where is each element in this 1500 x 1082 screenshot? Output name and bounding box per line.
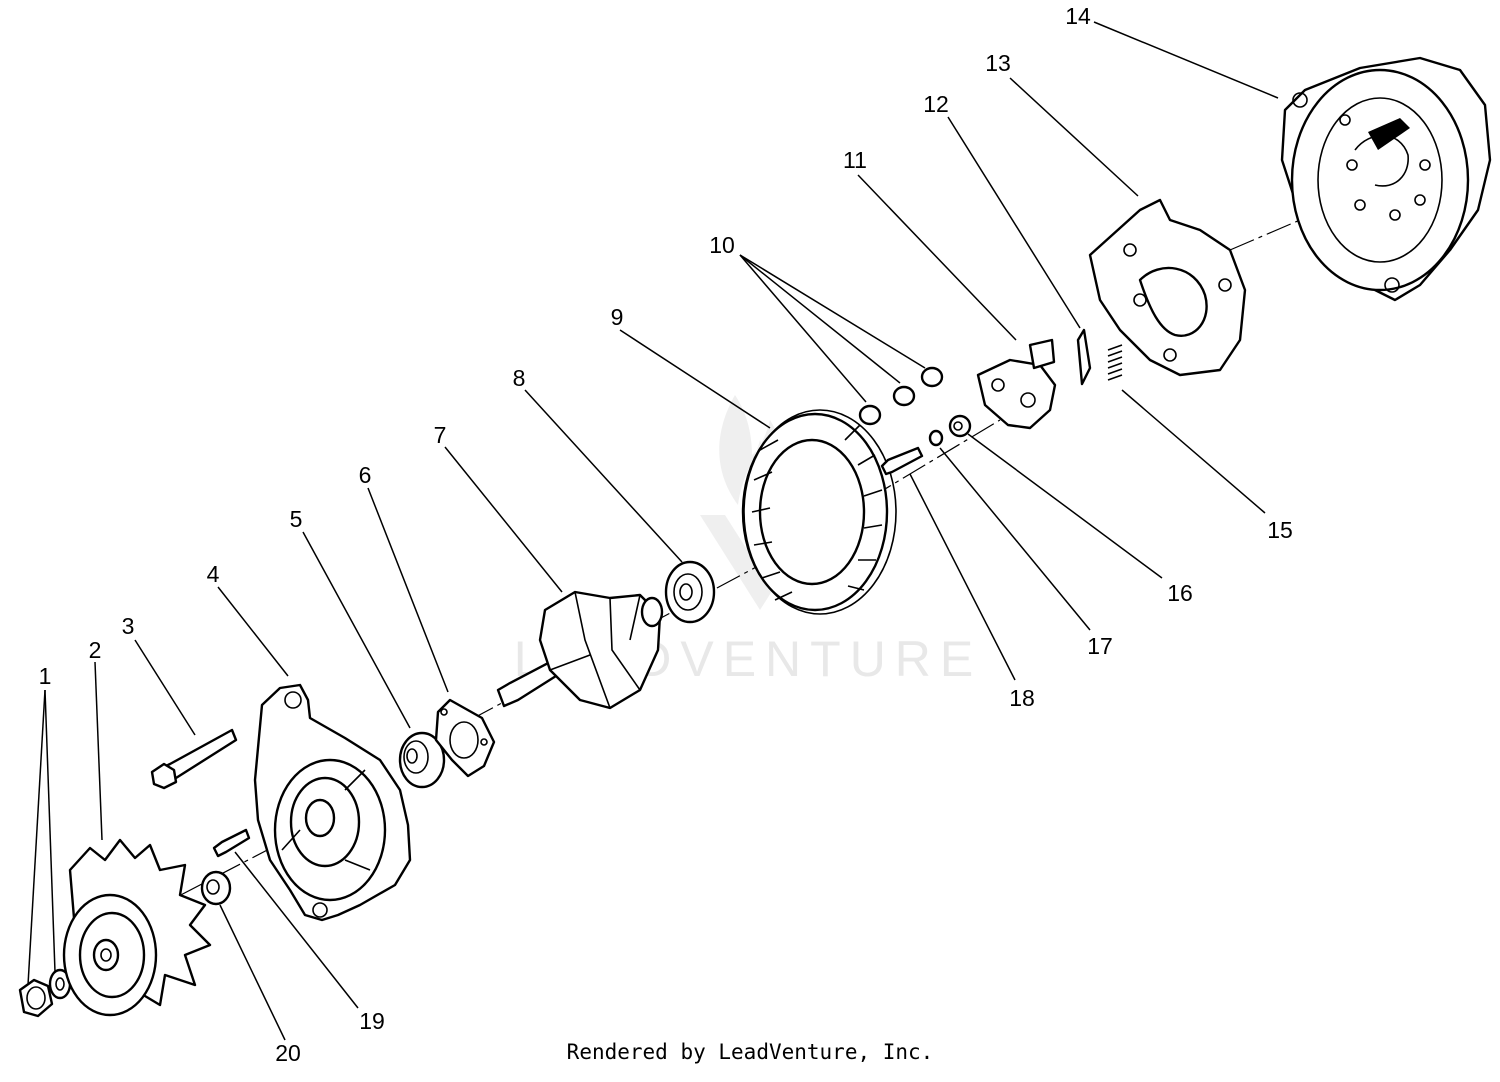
callout-8: 8 [513,365,526,391]
callout-2: 2 [89,637,102,663]
part-8-rear-bearing [664,560,716,624]
part-5-front-bearing [398,731,446,789]
footer-credit: Rendered by LeadVenture, Inc. [566,1040,934,1064]
callout-18: 18 [1009,685,1035,711]
part-15-spring [1107,344,1123,381]
leader-lines [27,21,1279,1041]
callout-16: 16 [1167,580,1193,606]
part-7-rotor [496,590,664,710]
callout-numbers: 1 2 3 4 5 6 7 8 9 10 11 12 13 14 15 16 1… [39,3,1293,1066]
callout-1: 1 [39,663,52,689]
callout-3: 3 [122,613,135,639]
callout-20: 20 [275,1040,301,1066]
part-14-end-frame [1280,56,1492,302]
part-20-spacer [200,870,232,906]
callout-11: 11 [843,147,867,173]
callout-13: 13 [985,50,1011,76]
part-9-stator [741,409,897,615]
part-6-bearing-retainer [434,698,496,778]
part-19-screw [212,828,251,858]
part-11-brush-holder [976,338,1057,430]
callout-5: 5 [290,506,303,532]
callout-17: 17 [1087,633,1113,659]
callout-19: 19 [359,1008,385,1034]
part-16-insulator [948,414,972,438]
part-17-washer [928,429,944,447]
part-18-screw [880,446,924,476]
callout-4: 4 [207,561,220,587]
callout-9: 9 [611,304,624,330]
part-3-through-bolt [150,728,238,790]
part-1-nut-and-washer [18,968,72,1018]
part-2-pulley-fan [62,838,212,1017]
callout-10: 10 [709,232,735,258]
callout-14: 14 [1065,3,1091,29]
callout-7: 7 [434,422,447,448]
callout-12: 12 [923,91,949,117]
callout-6: 6 [359,462,372,488]
part-10-nuts [858,366,944,426]
callout-15: 15 [1267,517,1293,543]
part-12-clip [1076,328,1092,386]
part-4-drive-end-housing [253,683,412,922]
part-13-rectifier [1088,198,1247,377]
